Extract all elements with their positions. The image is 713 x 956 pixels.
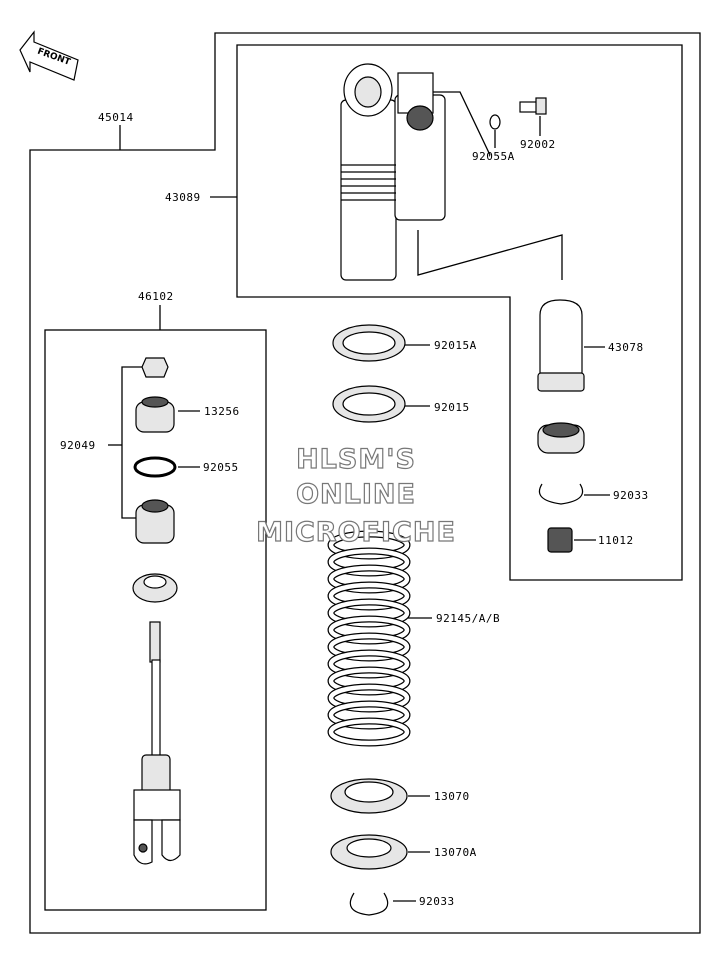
subassembly-outline-46102	[44, 329, 267, 911]
bump-rubber-13256	[135, 396, 175, 433]
locknut-92015a	[332, 324, 406, 362]
label-92033-bottom: 92033	[419, 895, 455, 908]
watermark: HLSM'S ONLINE MICROFICHE	[255, 443, 456, 548]
label-92055: 92055	[203, 461, 239, 474]
label-92015a: 92015A	[434, 339, 477, 352]
bolt-92002	[519, 97, 547, 115]
label-92049: 92049	[60, 439, 96, 452]
circlip-92033-top	[538, 483, 584, 505]
spring-coil-highlight	[328, 565, 410, 593]
piston-washer	[132, 573, 178, 603]
spring-coil-highlight	[328, 718, 410, 746]
spring-coil-highlight	[328, 582, 410, 610]
spring-coil-highlight	[328, 531, 410, 559]
oring-92055	[133, 456, 177, 478]
piston-seal	[135, 499, 175, 544]
spring-coil-highlight	[328, 684, 410, 712]
spring-coil-highlight	[328, 667, 410, 695]
watermark-line-1: HLSM'S	[296, 444, 416, 475]
spring-coil-highlight	[328, 650, 410, 678]
circlip-92033-bottom	[349, 892, 389, 916]
piston-rod-assembly	[133, 621, 181, 865]
watermark-line-2: ONLINE	[296, 479, 416, 510]
label-92145: 92145/A/B	[436, 612, 500, 625]
label-11012: 11012	[598, 534, 634, 547]
label-92015: 92015	[434, 401, 470, 414]
spring-seat-13070	[330, 778, 408, 814]
label-43089: 43089	[165, 191, 201, 204]
spring-coil-highlight	[328, 633, 410, 661]
label-13256: 13256	[204, 405, 240, 418]
spring-seat-13070a	[330, 834, 408, 870]
label-45014: 45014	[98, 111, 134, 124]
nut-92049-top	[141, 357, 169, 378]
reservoir-bladder-43078	[537, 299, 585, 392]
spring-92145	[327, 530, 411, 747]
spring-coil-highlight	[328, 701, 410, 729]
reservoir-cap	[537, 422, 585, 454]
watermark-line-3: MICROFICHE	[256, 517, 456, 548]
assembly-outline-45014	[29, 32, 701, 934]
label-92033-top: 92033	[613, 489, 649, 502]
locknut-92015	[332, 385, 406, 423]
spring-coil-highlight	[328, 548, 410, 576]
label-46102: 46102	[138, 290, 174, 303]
shock-cylinder-body	[340, 63, 446, 281]
label-13070: 13070	[434, 790, 470, 803]
label-92055a: 92055A	[472, 150, 515, 163]
spring-coil-highlight	[328, 616, 410, 644]
label-43078: 43078	[608, 341, 644, 354]
bushing-11012	[547, 527, 573, 553]
subassembly-outline-43089	[236, 44, 683, 581]
front-arrow-icon: FRONT	[19, 30, 79, 81]
oring-92055a	[489, 114, 501, 130]
label-92002: 92002	[520, 138, 556, 151]
label-13070a: 13070A	[434, 846, 477, 859]
spring-coil-highlight	[328, 599, 410, 627]
